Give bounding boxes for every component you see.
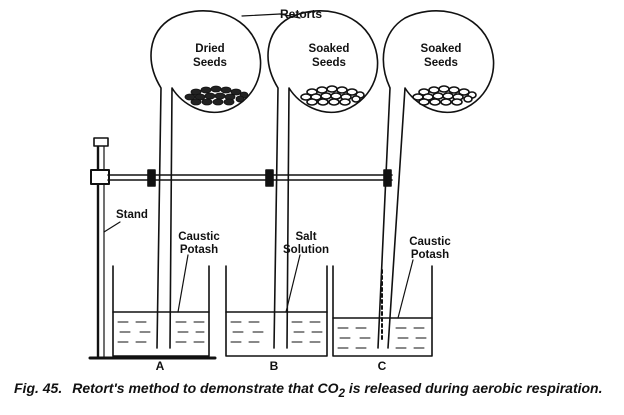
retort-c	[377, 10, 495, 349]
beaker-c	[332, 265, 433, 357]
retort-c-label-line2: Seeds	[424, 57, 458, 69]
liquid-b-label-line1: Salt	[295, 231, 316, 243]
caption-subscript: 2	[338, 386, 345, 400]
liquid-a-label-line1: Caustic	[178, 231, 220, 243]
leader-lines	[103, 13, 414, 319]
stand	[88, 137, 217, 360]
liquid-a-label-line2: Potash	[180, 244, 218, 256]
caption-text-after: is released during aerobic respiration.	[344, 380, 603, 396]
retort-c-label-line1: Soaked	[421, 43, 462, 55]
retort-a	[150, 10, 262, 349]
retorts-heading: Retorts	[280, 7, 322, 21]
diagram-svg: Retorts Dried Seeds Soaked Seeds Soaked …	[88, 7, 495, 373]
figure-caption: Fig. 45. Retort's method to demonstrate t…	[14, 380, 614, 400]
support-rod	[107, 169, 393, 187]
liquid-c-label-line1: Caustic	[409, 236, 451, 248]
beaker-b	[225, 265, 328, 357]
retort-a-label-line1: Dried	[195, 43, 224, 55]
caption-text-before: Retort's method to demonstrate that CO	[72, 380, 339, 396]
retort-b-label-line2: Seeds	[312, 57, 346, 69]
soaked-seeds-b	[300, 85, 365, 106]
setup-label-a: A	[156, 359, 165, 372]
beaker-a	[112, 265, 210, 357]
setup-label-c: C	[378, 359, 387, 372]
retort-experiment-diagram: Retorts Dried Seeds Soaked Seeds Soaked …	[88, 7, 495, 373]
stand-label: Stand	[116, 209, 148, 221]
stand-clamp-icon	[90, 169, 110, 185]
liquid-b-label-line2: Solution	[283, 244, 329, 256]
figure-number: Fig. 45.	[14, 380, 63, 396]
soaked-seeds-c	[412, 85, 477, 106]
setup-label-b: B	[270, 359, 279, 372]
liquid-c-label-line2: Potash	[411, 249, 449, 261]
dried-seeds	[184, 85, 249, 106]
retort-b-label-line1: Soaked	[309, 43, 350, 55]
retort-b	[267, 10, 379, 349]
retort-a-label-line2: Seeds	[193, 57, 227, 69]
